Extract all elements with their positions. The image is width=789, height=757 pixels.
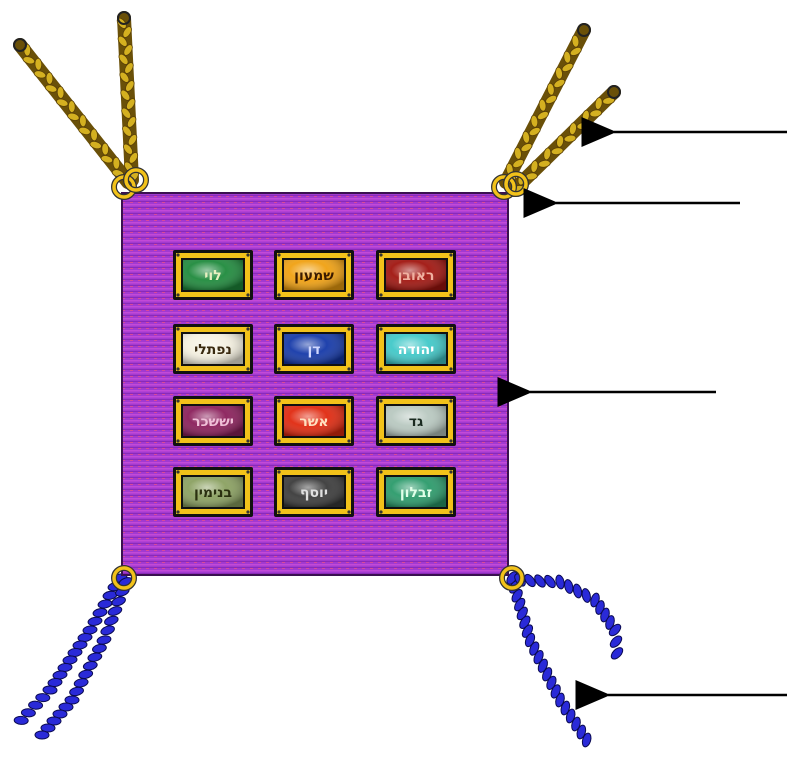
stone-4: נפתלי: [173, 324, 253, 374]
stone-7: יששכר: [173, 396, 253, 446]
stone-1: לוי: [173, 250, 253, 300]
stone-label: זבלון: [400, 485, 432, 501]
stone-label: שמעון: [294, 268, 334, 284]
stone-5: דן: [274, 324, 354, 374]
stone-6: יהודה: [376, 324, 456, 374]
arrows: [530, 132, 787, 695]
stone-9: גד: [376, 396, 456, 446]
stone-8: אשר: [274, 396, 354, 446]
stone-10: בנימין: [173, 467, 253, 517]
stone-label: לוי: [204, 268, 221, 284]
stone-label: דן: [307, 342, 320, 358]
stone-11: יוסף: [274, 467, 354, 517]
stone-label: אשר: [299, 414, 328, 430]
gold-chain-left-inner: [115, 12, 140, 183]
stone-3: ראובן: [376, 250, 456, 300]
stone-label: ראובן: [398, 268, 435, 284]
stone-label: גד: [409, 414, 424, 430]
gold-chain-left-outer: [14, 39, 131, 183]
stone-label: יהודה: [398, 342, 434, 358]
stone-label: יוסף: [300, 485, 328, 501]
stone-label: בנימין: [194, 485, 232, 501]
stone-12: זבלון: [376, 467, 456, 517]
stone-label: נפתלי: [194, 342, 232, 358]
stone-2: שמעון: [274, 250, 354, 300]
blue-cord-left-inner: [35, 576, 134, 739]
stone-label: יששכר: [192, 414, 234, 430]
